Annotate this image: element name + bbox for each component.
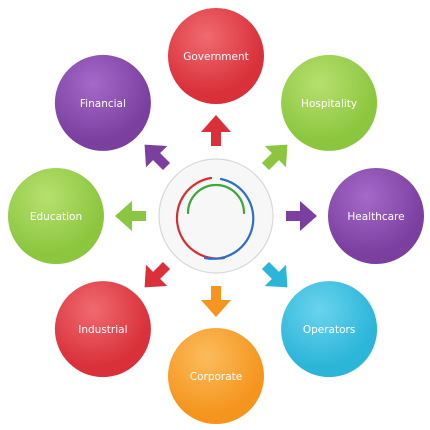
node-circle-hospitality [281,54,378,151]
arrow-down-right-icon [261,261,288,288]
arrow-group [115,115,317,317]
node-circle-healthcare [328,168,424,264]
node-circle-operators [281,281,378,378]
node-label-government: Government [183,51,248,63]
node-circle-industrial [54,281,151,378]
node-label-corporate: Corporate [190,371,243,383]
arrow-right-icon [286,201,317,231]
node-label-hospitality: Hospitality [301,98,357,110]
logo-arc-green [186,183,246,215]
node-education: Education [8,168,104,264]
arrow-left-icon [115,201,146,231]
logo-arc-blue [203,177,255,260]
arrow-shape-government [201,115,231,146]
arrow-shape-healthcare [286,201,317,231]
arrow-shape-financial [144,144,171,171]
node-circle-financial [54,54,151,151]
arrow-up-icon [201,115,231,146]
node-label-education: Education [30,211,82,223]
node-circle-corporate [168,328,264,424]
node-circle-education [8,168,104,264]
node-group: GovernmentHospitalityHealthcareOperators… [8,8,424,424]
node-financial: Financial [54,54,151,151]
node-government: Government [168,8,264,104]
node-industrial: Industrial [54,281,151,378]
node-label-healthcare: Healthcare [347,211,404,223]
arrow-up-left-icon [144,144,171,171]
arrow-shape-corporate [201,286,231,317]
arrow-down-left-icon [144,261,171,288]
center-logo-icon [175,176,255,260]
node-healthcare: Healthcare [328,168,424,264]
node-label-financial: Financial [80,98,126,110]
arrow-shape-operators [261,261,288,288]
arrow-up-right-icon [261,144,288,171]
arrow-shape-education [115,201,146,231]
arrow-shape-industrial [144,261,171,288]
node-operators: Operators [281,281,378,378]
center-hub [158,158,274,274]
node-corporate: Corporate [168,328,264,424]
node-label-industrial: Industrial [78,324,127,336]
arrow-down-icon [201,286,231,317]
node-label-operators: Operators [303,324,355,336]
node-hospitality: Hospitality [281,54,378,151]
logo-arc-red [175,176,226,260]
arrow-shape-hospitality [261,144,288,171]
node-circle-government [168,8,264,104]
